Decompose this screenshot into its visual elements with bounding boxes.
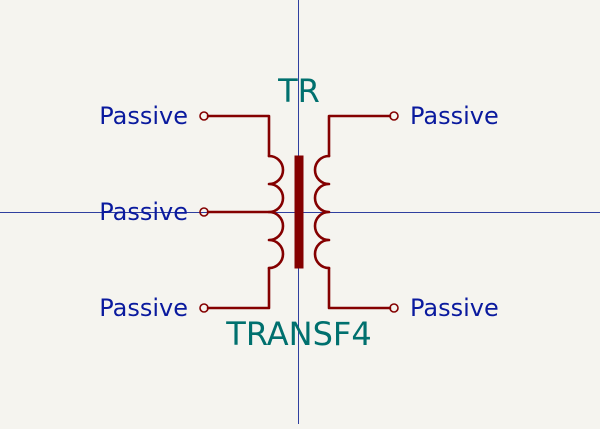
wire-left-bottom [206, 266, 271, 310]
pin-circle-left-top[interactable] [199, 111, 209, 121]
pin-label-left-bottom: Passive [99, 294, 188, 322]
pin-circle-left-bottom[interactable] [199, 303, 209, 313]
wire-right-bottom [327, 266, 392, 310]
pin-label-right-top: Passive [410, 102, 499, 130]
reference-designator[interactable]: TR [277, 72, 320, 110]
pin-label-left-top: Passive [99, 102, 188, 130]
pin-circle-left-middle[interactable] [199, 207, 209, 217]
wire-right-top [327, 114, 392, 158]
pin-label-left-middle: Passive [99, 198, 188, 226]
wire-left-top [206, 114, 271, 158]
pin-label-right-bottom: Passive [410, 294, 499, 322]
transformer-core [294, 155, 304, 269]
pin-circle-right-top[interactable] [389, 111, 399, 121]
primary-winding [267, 154, 285, 270]
secondary-winding [313, 154, 331, 270]
pin-circle-right-bottom[interactable] [389, 303, 399, 313]
value-field[interactable]: TRANSF4 [225, 315, 371, 353]
